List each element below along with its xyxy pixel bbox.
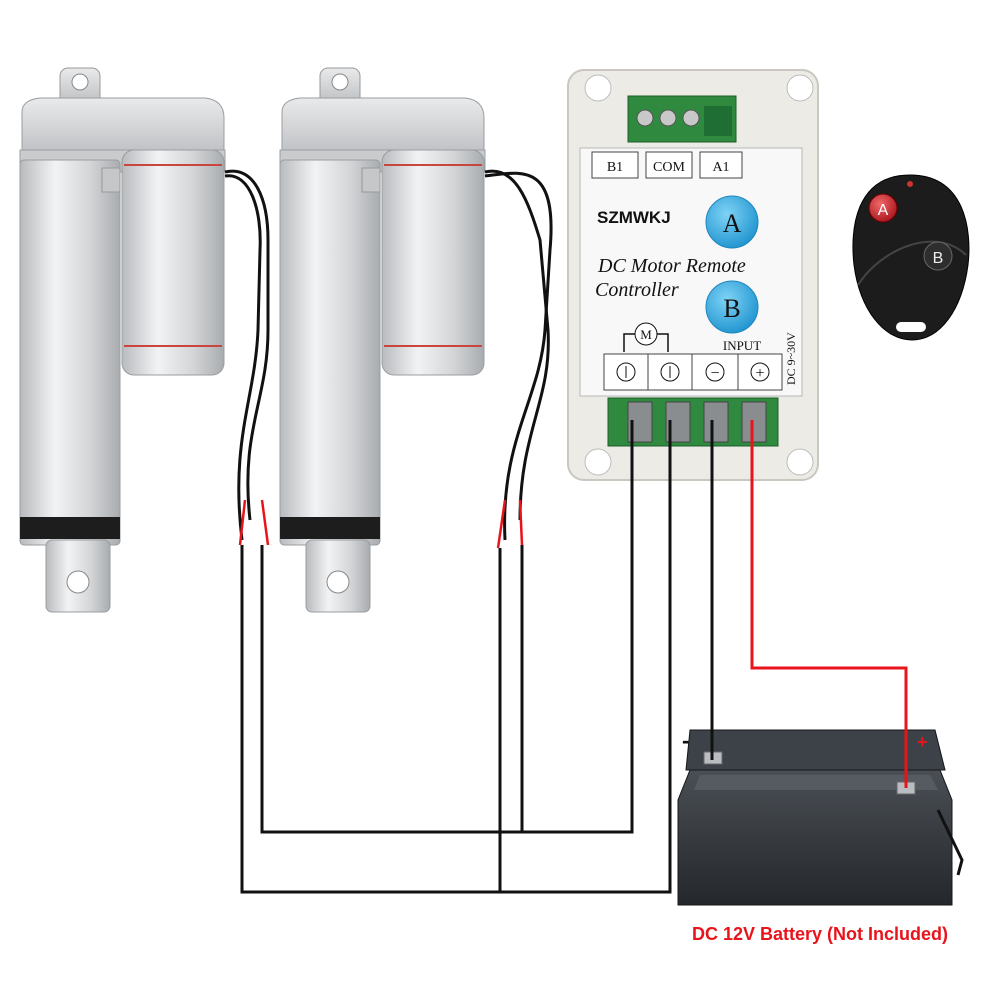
- actuator-1-gearbox: [21, 97, 225, 161]
- linear-actuator-1: [19, 67, 270, 613]
- battery-positive-label: +: [917, 732, 928, 752]
- remote-keyring-slot: [896, 322, 926, 332]
- battery-caption: DC 12V Battery (Not Included): [691, 924, 949, 944]
- terminal-label-b1: B1: [607, 160, 623, 175]
- remote-button-b-label: B: [933, 250, 944, 267]
- actuator-2-rod-hole: [326, 570, 350, 594]
- battery-negative-label: -: [682, 728, 690, 753]
- controller-button-a[interactable]: [705, 195, 759, 249]
- actuator-2-outer-tube: [279, 159, 381, 546]
- wire-a1-loop: [260, 420, 634, 834]
- battery-12v: [677, 729, 964, 906]
- wire-positive: [750, 420, 908, 788]
- actuator-1-end-cap: [20, 517, 120, 539]
- linear-actuator-2: [279, 67, 553, 613]
- actuator-2-gearbox: [281, 97, 485, 161]
- actuator-2-end-cap: [280, 517, 380, 539]
- controller-mount-hole-br: [786, 448, 814, 476]
- controller-mount-hole-bl: [584, 448, 612, 476]
- terminal-label-a1: A1: [712, 160, 729, 175]
- remote-button-a-label: A: [878, 202, 889, 219]
- controller-button-a-label: A: [723, 209, 742, 238]
- actuator-1-motor: [121, 149, 225, 376]
- input-plus-symbol: +: [755, 365, 764, 382]
- remote-button-a[interactable]: [868, 193, 898, 223]
- wire-b1-loop: [240, 420, 672, 894]
- controller-mount-hole-tr: [786, 74, 814, 102]
- input-label: INPUT: [723, 338, 761, 353]
- remote-key-fob: A B: [852, 174, 970, 341]
- motor-controller: B1 COM A1 SZMWKJ A DC Motor Remote Contr…: [567, 69, 819, 481]
- wiring: [240, 420, 908, 894]
- battery-lid: [685, 729, 946, 771]
- voltage-label: DC 9~30V: [784, 332, 798, 385]
- actuator-1-top-hole: [71, 73, 89, 91]
- actuator-1-rod-hole: [66, 570, 90, 594]
- controller-title-line2: Controller: [595, 279, 679, 301]
- input-minus-symbol: −: [710, 365, 719, 382]
- actuator-2-motor: [381, 149, 485, 376]
- actuator-2-top-hole: [331, 73, 349, 91]
- controller-mount-hole-tl: [584, 74, 612, 102]
- motor-symbol-label: M: [640, 327, 652, 342]
- remote-button-b[interactable]: [923, 241, 953, 271]
- controller-title-line1: DC Motor Remote: [597, 255, 746, 277]
- actuator-1-outer-tube: [19, 159, 121, 546]
- controller-button-b-label: B: [723, 294, 740, 323]
- battery-handle: [936, 809, 964, 876]
- controller-button-b[interactable]: [705, 280, 759, 334]
- controller-brand: SZMWKJ: [597, 208, 671, 227]
- terminal-label-com: COM: [653, 160, 685, 175]
